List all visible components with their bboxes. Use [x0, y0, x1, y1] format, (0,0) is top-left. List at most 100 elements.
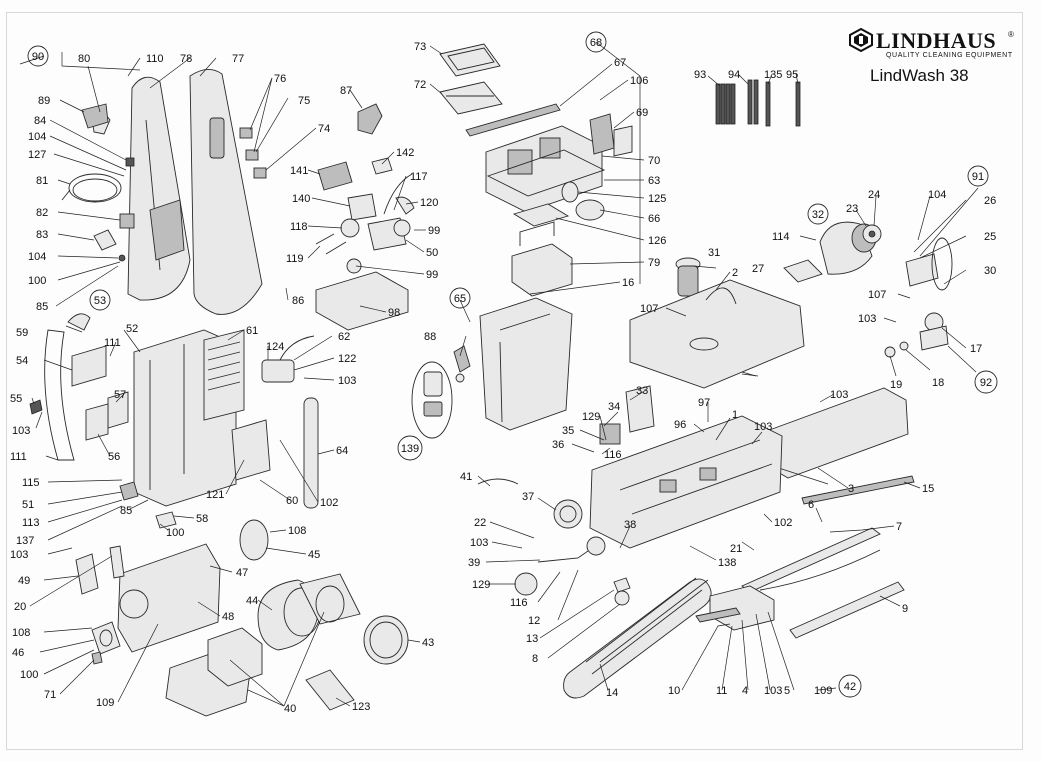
- part-label: 13: [526, 633, 538, 645]
- part-label: 125: [648, 193, 666, 205]
- part-label: 48: [222, 611, 234, 623]
- part-label: 31: [708, 247, 720, 259]
- group-label: 90: [32, 51, 44, 63]
- part-label: 100: [166, 527, 184, 539]
- part-label: 43: [422, 637, 434, 649]
- part-label: 82: [36, 207, 48, 219]
- part-label: 27: [752, 263, 764, 275]
- part-label: 73: [414, 41, 426, 53]
- part-label: 17: [970, 343, 982, 355]
- part-label: 99: [428, 225, 440, 237]
- part-label: 121: [206, 489, 224, 501]
- part-label: 94: [728, 69, 740, 81]
- part-label: 118: [290, 221, 308, 233]
- part-label: 72: [414, 79, 426, 91]
- sheet-frame: [6, 12, 1023, 750]
- part-label: 81: [36, 175, 48, 187]
- part-label: 103: [338, 375, 356, 387]
- part-label: 100: [20, 669, 38, 681]
- part-label: 103: [858, 313, 876, 325]
- part-label: 26: [984, 195, 996, 207]
- part-label: 58: [196, 513, 208, 525]
- part-label: 135: [764, 69, 782, 81]
- part-label: 38: [624, 519, 636, 531]
- part-label: 63: [648, 175, 660, 187]
- part-label: 122: [338, 353, 356, 365]
- part-label: 70: [648, 155, 660, 167]
- part-label: 104: [928, 189, 946, 201]
- part-label: 20: [14, 601, 26, 613]
- part-label: 10: [668, 685, 680, 697]
- part-label: 79: [648, 257, 660, 269]
- part-label: 117: [410, 171, 428, 183]
- part-label: 40: [284, 703, 296, 715]
- group-label: 32: [812, 209, 824, 221]
- part-label: 6: [808, 499, 814, 511]
- part-label: 83: [36, 229, 48, 241]
- part-label: 51: [22, 499, 34, 511]
- part-label: 11: [716, 685, 727, 697]
- part-label: 16: [622, 277, 634, 289]
- part-label: 34: [608, 401, 620, 413]
- brand-block: LINDHAUS ® QUALITY CLEANING EQUIPMENT Li…: [848, 28, 1020, 94]
- part-label: 129: [582, 411, 600, 423]
- part-label: 87: [340, 85, 352, 97]
- part-label: 50: [426, 247, 438, 259]
- part-label: 71: [44, 689, 56, 701]
- part-label: 3: [848, 483, 854, 495]
- part-label: 142: [396, 147, 414, 159]
- part-label: 104: [28, 251, 46, 263]
- part-drawings: [29, 43, 953, 717]
- part-label: 39: [468, 557, 480, 569]
- part-label: 96: [674, 419, 686, 431]
- part-label: 114: [772, 231, 790, 243]
- part-label: 84: [34, 115, 46, 127]
- part-label: 93: [694, 69, 706, 81]
- model-name: LindWash 38: [870, 66, 969, 85]
- part-label: 103: [470, 537, 488, 549]
- part-label: 47: [236, 567, 248, 579]
- part-label: 103: [830, 389, 848, 401]
- part-label: 57: [114, 389, 126, 401]
- part-label: 85: [120, 505, 132, 517]
- brand-name: LINDHAUS: [876, 28, 997, 53]
- part-label: 115: [22, 477, 40, 489]
- part-label: 141: [290, 165, 308, 177]
- group-label: 65: [454, 293, 466, 305]
- part-label: 95: [786, 69, 798, 81]
- part-label: 102: [774, 517, 792, 529]
- part-label: 19: [890, 379, 902, 391]
- part-label: 107: [868, 289, 886, 301]
- group-label: 139: [401, 443, 419, 455]
- part-label: 103: [12, 425, 30, 437]
- lindhaus-logo-icon: [849, 28, 873, 52]
- part-label: 103: [764, 685, 782, 697]
- part-label: 9: [902, 603, 908, 615]
- part-label: 77: [232, 53, 244, 65]
- part-label: 36: [552, 439, 564, 451]
- part-label: 61: [246, 325, 258, 337]
- part-label: 25: [984, 231, 996, 243]
- part-label: 85: [36, 301, 48, 313]
- part-label: 64: [336, 445, 348, 457]
- part-label: 97: [698, 397, 710, 409]
- part-number-labels: 80 110 78 77 76 75 74 89 84 104 127 81 8…: [10, 41, 996, 715]
- part-label: 4: [742, 685, 748, 697]
- part-label: 110: [146, 53, 164, 65]
- part-label: 109: [814, 685, 832, 697]
- part-label: 5: [784, 685, 790, 697]
- brand-tagline: QUALITY CLEANING EQUIPMENT: [886, 52, 1013, 59]
- part-label: 137: [16, 535, 34, 547]
- part-label: 98: [388, 307, 400, 319]
- group-label: 91: [972, 171, 984, 183]
- part-label: 37: [522, 491, 534, 503]
- part-label: 59: [16, 327, 28, 339]
- part-label: 107: [640, 303, 658, 315]
- part-label: 30: [984, 265, 996, 277]
- part-label: 138: [718, 557, 736, 569]
- part-label: 67: [614, 57, 626, 69]
- part-label: 109: [96, 697, 114, 709]
- part-label: 60: [286, 495, 298, 507]
- part-label: 103: [754, 421, 772, 433]
